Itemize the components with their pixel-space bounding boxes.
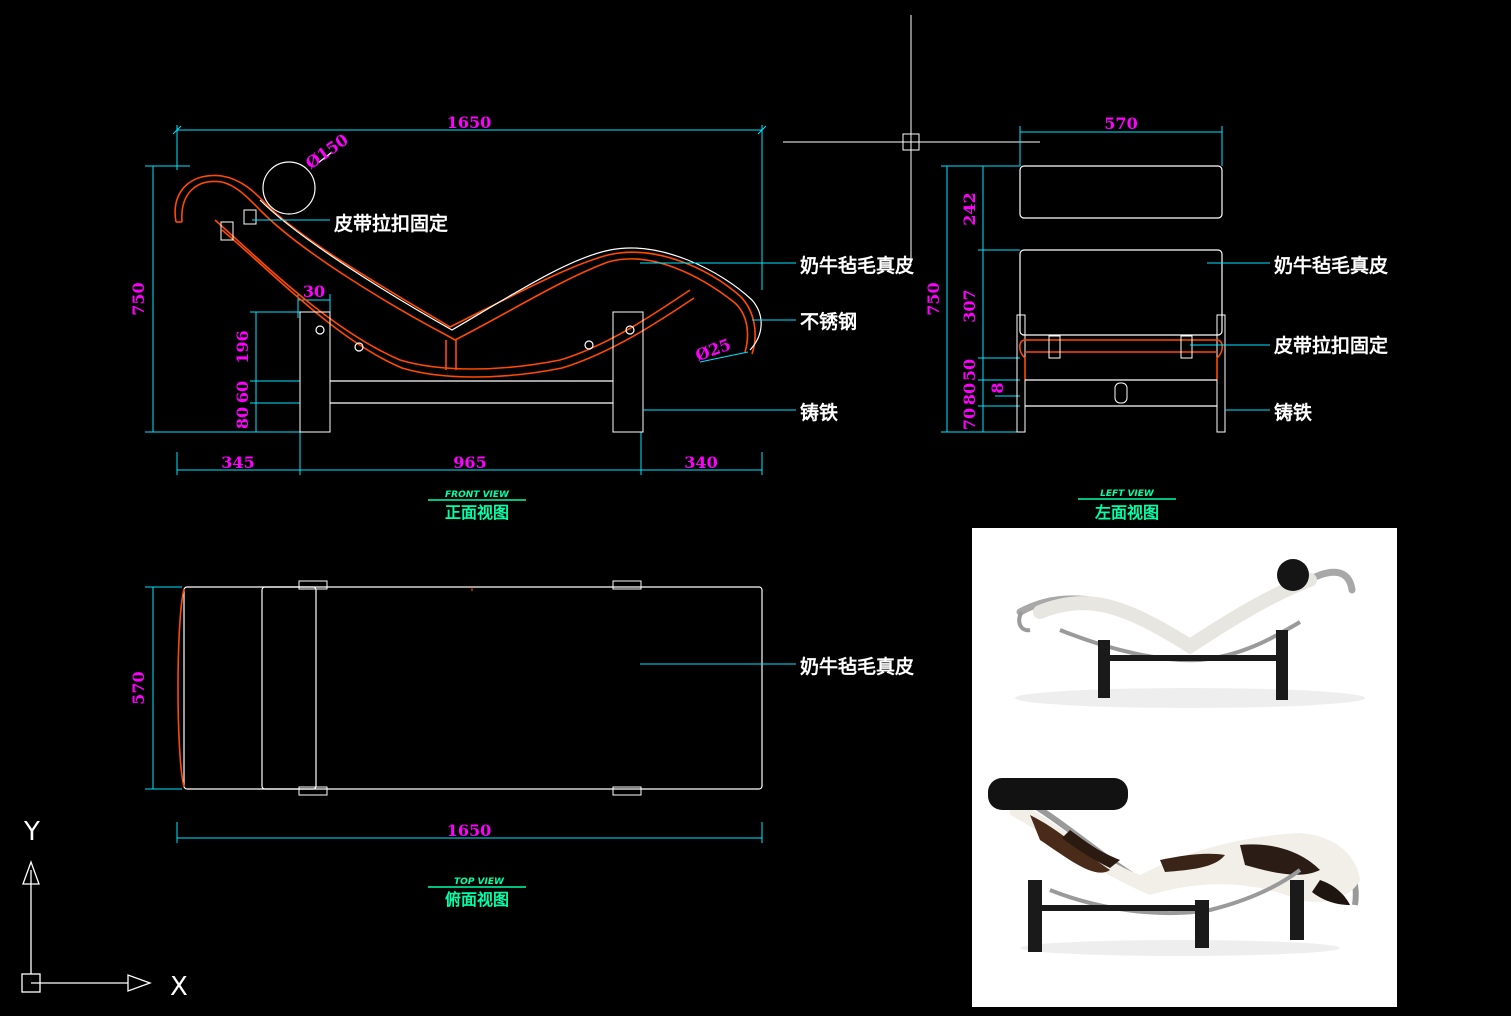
chaise-frame-front bbox=[174, 174, 756, 378]
leather-seat-front bbox=[259, 199, 762, 351]
ucs-x-label: X bbox=[170, 972, 188, 1002]
dim-text: 80 bbox=[960, 383, 979, 405]
crosshair-cursor bbox=[783, 15, 1040, 258]
view-title-front: FRONT VIEW 正面视图 bbox=[428, 490, 526, 522]
dim-width-top: 570 bbox=[129, 586, 182, 790]
top-view: 570 1650 奶牛毡毛真皮 TOP VIEW 俯面视图 bbox=[129, 580, 914, 909]
dim-30-front: 30 bbox=[297, 282, 331, 318]
view-title-en: FRONT VIEW bbox=[445, 490, 510, 500]
dim-text: 60 bbox=[233, 381, 252, 403]
ucs-icon: Y X bbox=[21, 817, 188, 1002]
dim-stack-front: 196 60 80 bbox=[233, 311, 300, 432]
dim-text: 80 bbox=[233, 407, 252, 429]
ucs-y-label: Y bbox=[23, 817, 40, 847]
outline-top bbox=[177, 580, 763, 796]
dim-text: 50 bbox=[960, 359, 979, 381]
dim-text: Ø150 bbox=[302, 130, 352, 173]
dim-text: Ø25 bbox=[693, 335, 734, 365]
dim-text: 307 bbox=[960, 289, 979, 322]
dim-text: 8 bbox=[988, 382, 1007, 393]
annotations-front: 皮带拉扣固定 奶牛毡毛真皮 不锈钢 铸铁 bbox=[252, 212, 914, 424]
annotation-steel: 不锈钢 bbox=[800, 311, 857, 333]
view-title-left: LEFT VIEW 左面视图 bbox=[1078, 489, 1176, 522]
dim-text: 570 bbox=[1104, 114, 1137, 133]
view-title-top: TOP VIEW 俯面视图 bbox=[428, 877, 526, 909]
dim-text: 965 bbox=[453, 453, 486, 472]
left-view: 570 750 242 307 50 80 70 8 bbox=[924, 114, 1388, 522]
dim-height-left: 750 bbox=[924, 165, 1020, 433]
annotation-cowhide: 奶牛毡毛真皮 bbox=[800, 254, 914, 277]
dim-length-top: 1650 bbox=[176, 821, 763, 843]
dim-text: 345 bbox=[221, 453, 254, 472]
view-title-cn: 左面视图 bbox=[1094, 503, 1159, 522]
reference-photos bbox=[972, 528, 1397, 1007]
annotation-cowhide-left: 奶牛毡毛真皮 bbox=[1274, 254, 1388, 277]
dim-text: 70 bbox=[960, 408, 979, 430]
annotations-left: 奶牛毡毛真皮 皮带拉扣固定 铸铁 bbox=[1190, 254, 1388, 424]
dim-text: 1650 bbox=[447, 821, 492, 840]
annotation-cast-iron-left: 铸铁 bbox=[1274, 401, 1312, 424]
view-title-en: LEFT VIEW bbox=[1100, 489, 1155, 499]
annotation-cowhide-top: 奶牛毡毛真皮 bbox=[800, 655, 914, 678]
dim-bottom-front: 345 965 340 bbox=[176, 432, 763, 475]
view-title-cn: 正面视图 bbox=[445, 503, 509, 522]
dim-text: 30 bbox=[303, 282, 325, 301]
dim-text: 570 bbox=[129, 671, 148, 704]
dim-text: 340 bbox=[684, 453, 717, 472]
view-title-cn: 俯面视图 bbox=[445, 890, 509, 909]
view-title-en: TOP VIEW bbox=[454, 877, 505, 887]
dim-text: 196 bbox=[233, 330, 252, 363]
frame-left bbox=[1016, 314, 1226, 433]
annotations-top: 奶牛毡毛真皮 bbox=[640, 655, 914, 678]
base-stand-front bbox=[299, 311, 644, 433]
dim-text: 242 bbox=[960, 192, 979, 225]
annotation-cast-iron: 铸铁 bbox=[800, 401, 838, 424]
cushions-left bbox=[1019, 165, 1223, 336]
dim-height-front: 750 bbox=[129, 165, 300, 433]
dim-text: 750 bbox=[129, 282, 148, 315]
dim-text: 1650 bbox=[447, 113, 492, 132]
dim-stack-left: 242 307 50 80 70 8 bbox=[960, 166, 1020, 432]
annotation-belt: 皮带拉扣固定 bbox=[334, 212, 448, 235]
annotation-belt-left: 皮带拉扣固定 bbox=[1274, 334, 1388, 357]
dim-width-left: 570 bbox=[1019, 114, 1223, 166]
dim-text: 750 bbox=[924, 282, 943, 315]
photo-cowhide-chaise bbox=[988, 778, 1360, 956]
photo-white-leather-chaise bbox=[1015, 559, 1365, 708]
front-view: 1650 750 196 60 80 30 bbox=[129, 113, 914, 522]
